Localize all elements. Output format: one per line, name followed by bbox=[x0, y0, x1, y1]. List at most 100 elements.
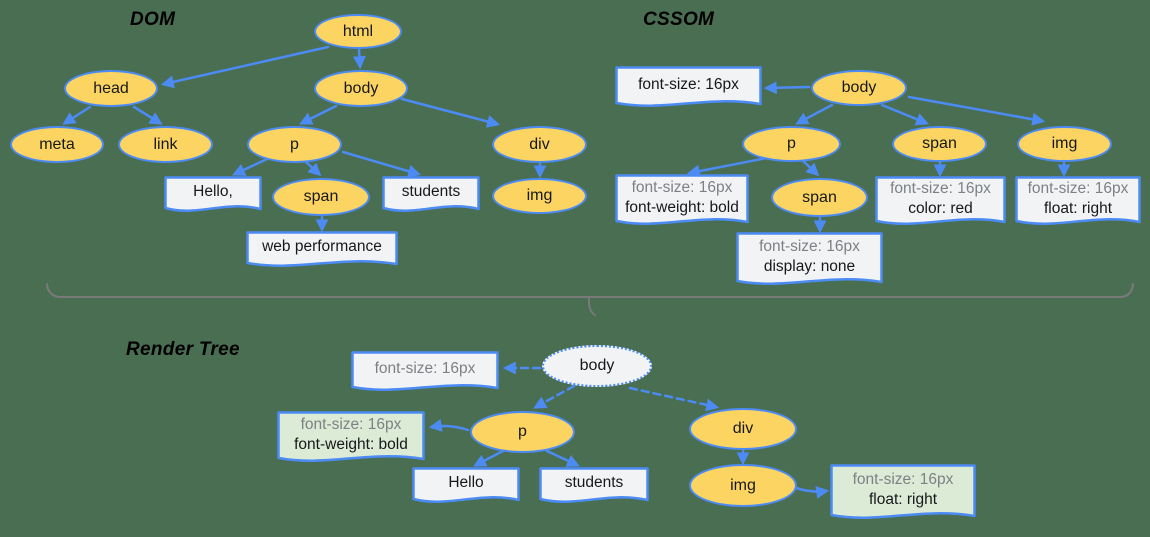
cssom-rule-p-line2: font-weight: bold bbox=[625, 199, 739, 216]
dom-textnode-webperformance: web performance bbox=[246, 231, 398, 273]
cssom-title: CSSOM bbox=[643, 9, 715, 30]
render-style-body-line1: font-size: 16px bbox=[374, 360, 476, 378]
render-style-img-line2: float: right bbox=[868, 491, 938, 508]
render-node-body: body bbox=[542, 345, 652, 387]
dom-node-meta-label: meta bbox=[39, 135, 75, 153]
render-style-img: font-size: 16px float: right bbox=[830, 464, 976, 525]
document-shape bbox=[246, 231, 398, 267]
cssom-node-span-label: span bbox=[922, 135, 957, 152]
arrow-cssom-body-p bbox=[795, 103, 834, 125]
arrow-render-p-students bbox=[545, 449, 580, 467]
dom-node-body-label: body bbox=[343, 79, 379, 97]
dom-node-head: head bbox=[64, 70, 158, 107]
arrow-dom-p-hello bbox=[232, 157, 269, 176]
render-textnode-students-label: students bbox=[564, 474, 624, 492]
document-shape bbox=[615, 66, 762, 107]
cssom-rule-p-line1: font-size: 16px bbox=[631, 178, 733, 196]
render-node-div: div bbox=[689, 408, 797, 450]
dom-node-img-label: img bbox=[526, 187, 553, 204]
dom-node-body: body bbox=[314, 70, 408, 107]
arrow-dom-p-students bbox=[341, 150, 422, 178]
render-node-p: p bbox=[470, 411, 575, 453]
arrow-render-img-floatright bbox=[794, 485, 830, 499]
document-shape bbox=[412, 467, 520, 503]
render-textnode-hello-label: Hello bbox=[448, 474, 484, 492]
dom-node-html-label: html bbox=[342, 22, 374, 40]
render-node-p-label: p bbox=[518, 423, 527, 440]
arrow-dom-p-span bbox=[303, 159, 322, 177]
cssom-rule-img-line1: font-size: 16px bbox=[1027, 179, 1129, 197]
render-node-img: img bbox=[689, 464, 797, 507]
dom-textnode-webperformance-label: web performance bbox=[262, 238, 382, 256]
arrow-cssom-body-fontsize bbox=[763, 81, 811, 95]
document-shape bbox=[830, 464, 976, 519]
render-style-p-line2: font-weight: bold bbox=[294, 436, 408, 453]
cssom-node-span-inner-label: span bbox=[802, 188, 837, 206]
arrow-cssom-body-img bbox=[907, 95, 1046, 126]
arrow-dom-head-meta bbox=[62, 105, 92, 125]
document-shape bbox=[351, 351, 499, 391]
render-node-img-label: img bbox=[730, 476, 756, 494]
dom-node-link: link bbox=[118, 126, 213, 163]
render-tree-title: Render Tree bbox=[126, 339, 240, 360]
document-shape bbox=[382, 176, 480, 212]
cssom-node-p: p bbox=[742, 126, 841, 162]
cssom-node-span-inner: span bbox=[771, 178, 868, 217]
render-style-p: font-size: 16px font-weight: bold bbox=[277, 411, 425, 468]
arrow-render-body-div bbox=[628, 386, 720, 412]
group-brace-center-tick bbox=[587, 296, 596, 316]
cssom-rule-body-line1: font-size: 16px bbox=[638, 75, 739, 93]
cssom-rule-span-inner: font-size: 16px display: none bbox=[736, 232, 883, 291]
arrow-cssom-p-fontweight bbox=[686, 155, 774, 178]
cssom-node-img: img bbox=[1017, 126, 1112, 162]
dom-node-meta: meta bbox=[10, 126, 104, 163]
document-shape bbox=[736, 232, 883, 285]
cssom-rule-img: font-size: 16px float: right bbox=[1015, 176, 1141, 231]
render-node-div-label: div bbox=[732, 420, 754, 437]
cssom-rule-span-line1: font-size: 16px bbox=[890, 179, 991, 197]
cssom-rule-span-line2: color: red bbox=[908, 200, 973, 217]
render-textnode-students: students bbox=[539, 467, 649, 509]
render-style-p-line1: font-size: 16px bbox=[300, 415, 402, 433]
render-style-img-line1: font-size: 16px bbox=[852, 470, 954, 488]
dom-node-p-label: p bbox=[290, 135, 299, 153]
document-shape bbox=[875, 176, 1006, 225]
cssom-rule-body: font-size: 16px bbox=[615, 66, 762, 113]
arrow-dom-html-body bbox=[352, 47, 366, 70]
dom-node-head-label: head bbox=[93, 79, 129, 97]
document-shape bbox=[1015, 176, 1141, 225]
arrow-dom-body-div bbox=[400, 97, 501, 128]
document-shape bbox=[164, 176, 262, 212]
dom-node-div: div bbox=[492, 126, 587, 163]
cssom-rule-p: font-size: 16px font-weight: bold bbox=[615, 174, 749, 231]
document-shape bbox=[277, 411, 425, 462]
arrow-cssom-body-span bbox=[880, 103, 930, 126]
dom-node-img: img bbox=[492, 178, 587, 214]
dom-textnode-hello: Hello, bbox=[164, 176, 262, 218]
cssom-node-body-label: body bbox=[841, 79, 877, 96]
arrow-render-p-fontweight bbox=[428, 418, 470, 432]
dom-title: DOM bbox=[130, 9, 176, 30]
cssom-rule-img-line2: float: right bbox=[1043, 200, 1113, 217]
cssom-node-p-label: p bbox=[787, 135, 796, 152]
dom-textnode-students: students bbox=[382, 176, 480, 218]
arrow-dom-body-p bbox=[299, 104, 338, 125]
arrow-render-body-p bbox=[533, 384, 576, 409]
document-shape bbox=[615, 174, 749, 225]
dom-node-span: span bbox=[272, 178, 370, 216]
cssom-node-img-label: img bbox=[1051, 135, 1078, 152]
dom-textnode-students-label: students bbox=[401, 183, 461, 201]
cssom-rule-span-inner-line1: font-size: 16px bbox=[759, 237, 860, 255]
dom-node-span-label: span bbox=[303, 188, 339, 205]
dom-node-link-label: link bbox=[153, 135, 178, 153]
arrow-dom-html-head bbox=[160, 45, 330, 89]
render-node-body-label: body bbox=[579, 357, 615, 374]
dom-node-div-label: div bbox=[529, 135, 550, 153]
dom-node-p: p bbox=[247, 126, 342, 163]
render-style-body: font-size: 16px bbox=[351, 351, 499, 397]
dom-textnode-hello-label: Hello, bbox=[193, 183, 233, 201]
arrow-dom-head-link bbox=[132, 105, 163, 125]
cssom-node-span: span bbox=[892, 126, 987, 162]
